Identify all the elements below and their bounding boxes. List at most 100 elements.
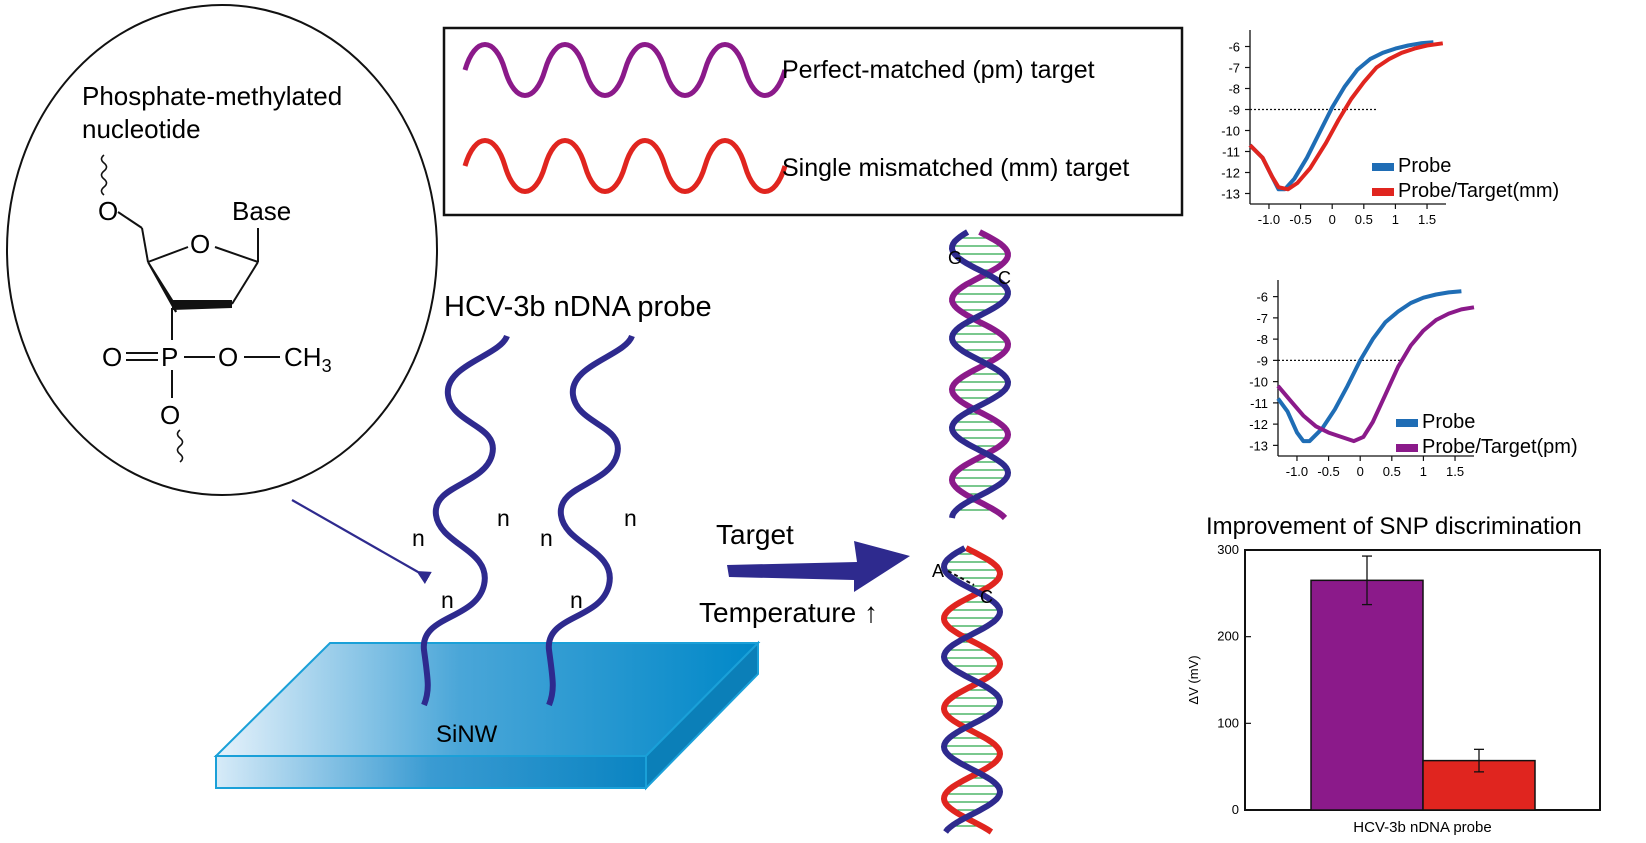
x-axis-label: HCV-3b nDNA probe bbox=[1353, 819, 1491, 836]
y-tick-label: -7 bbox=[1228, 61, 1240, 76]
iv-chart-mm: -6 -7 -8 -9 -10 -11 -12 -13 -1.0 -0.5 0 0.5 1 1.5 Prob… bbox=[1221, 30, 1559, 227]
legend-label: Probe bbox=[1422, 411, 1475, 433]
x-tick-label: 1 bbox=[1420, 464, 1427, 479]
bond-ch2-c4 bbox=[141, 227, 149, 263]
target-legend-box: Perfect-matched (pm) target Single misma… bbox=[442, 26, 1184, 217]
legend-frame bbox=[442, 26, 1184, 217]
ring-wedge-c4-c3 bbox=[147, 261, 177, 313]
target-label: Target bbox=[716, 519, 794, 550]
phosphorus-atom: P bbox=[161, 342, 178, 372]
y-tick-label: -8 bbox=[1256, 332, 1268, 347]
legend-label: Probe/Target(pm) bbox=[1422, 436, 1578, 458]
strand2-n-label-2: n bbox=[540, 525, 553, 551]
y-axis-label: ΔV (mV) bbox=[1186, 655, 1201, 704]
y-tick-label: -10 bbox=[1221, 124, 1240, 139]
series-line bbox=[1248, 41, 1444, 192]
base-label: Base bbox=[232, 196, 291, 226]
series-line bbox=[1276, 305, 1475, 444]
x-tick-label: 0 bbox=[1329, 212, 1336, 227]
y-tick-label: -12 bbox=[1249, 417, 1268, 432]
x-tick-label: 0 bbox=[1357, 464, 1364, 479]
pm-target-label: Perfect-matched (pm) target bbox=[782, 56, 1095, 84]
x-tick-label: -1.0 bbox=[1286, 464, 1308, 479]
ester-oxygen-bottom: O bbox=[160, 400, 180, 430]
x-tick-label: -0.5 bbox=[1289, 212, 1311, 227]
strand1-n-label-3: n bbox=[441, 587, 454, 613]
double-bond-oxygen: O bbox=[102, 342, 122, 372]
legend-swatch bbox=[1396, 419, 1418, 427]
x-tick-label: -0.5 bbox=[1317, 464, 1339, 479]
legend-swatch bbox=[1396, 444, 1418, 452]
nucleotide-title-line2: nucleotide bbox=[82, 114, 201, 144]
mm-duplex-helix bbox=[940, 545, 1004, 835]
probe-strand-1 bbox=[420, 334, 510, 707]
mm-target-label: Single mismatched (mm) target bbox=[782, 154, 1129, 182]
probe-title: HCV-3b nDNA probe bbox=[444, 291, 712, 323]
y-tick-label: -9 bbox=[1256, 353, 1268, 368]
y-tick-label: -10 bbox=[1249, 375, 1268, 390]
methyl-group: CH3 bbox=[284, 342, 332, 376]
wavy-bond-top bbox=[100, 154, 108, 196]
sinw-label: SiNW bbox=[436, 721, 498, 748]
y-tick-label: -11 bbox=[1250, 396, 1268, 411]
nucleotide-title-line1: Phosphate-methylated bbox=[82, 81, 342, 111]
ring-bond-c4-o bbox=[147, 246, 189, 263]
y-tick-label: -6 bbox=[1228, 40, 1240, 55]
helix-c-label-bottom: C bbox=[980, 587, 993, 607]
series-line bbox=[1276, 289, 1462, 444]
y-tick-label: -7 bbox=[1256, 311, 1268, 326]
ring-bond-o-c1 bbox=[214, 246, 259, 263]
ester-oxygen-top: O bbox=[98, 196, 118, 226]
reaction-arrow bbox=[727, 541, 910, 592]
mismatch-marker bbox=[947, 570, 975, 586]
y-tick-label: -13 bbox=[1249, 438, 1268, 453]
y-tick-label: -8 bbox=[1228, 82, 1240, 97]
y-tick-label: 0 bbox=[1232, 802, 1239, 817]
ring-wedge-c2-c3 bbox=[172, 300, 232, 310]
sinw-side-face bbox=[645, 640, 759, 791]
target-strand bbox=[940, 545, 1004, 835]
pm-target-wave bbox=[462, 42, 788, 98]
legend-swatch bbox=[1372, 163, 1394, 171]
methoxy-oxygen: O bbox=[218, 342, 238, 372]
wavy-bond-bottom bbox=[176, 429, 184, 463]
y-tick-label: 200 bbox=[1217, 629, 1239, 644]
strand1-n-label-2: n bbox=[412, 525, 425, 551]
bond-o-ch2 bbox=[117, 211, 143, 229]
snp-bar-chart: Improvement of SNP discrimination0100200… bbox=[1186, 513, 1601, 836]
x-tick-label: 0.5 bbox=[1355, 212, 1373, 227]
helix-c-label-top: C bbox=[998, 268, 1011, 288]
y-tick-label: -11 bbox=[1222, 145, 1240, 160]
y-tick-label: -6 bbox=[1256, 290, 1268, 305]
x-tick-label: 1.5 bbox=[1446, 464, 1464, 479]
ring-bond-c1-c2 bbox=[231, 261, 259, 305]
y-tick-label: 300 bbox=[1217, 542, 1239, 557]
helix-g-label: G bbox=[948, 248, 962, 268]
bar bbox=[1310, 579, 1424, 811]
strand1-n-label-1: n bbox=[497, 505, 510, 531]
zoom-pointer-arrow bbox=[291, 499, 432, 585]
x-tick-label: -1.0 bbox=[1258, 212, 1280, 227]
sinw-front-face bbox=[215, 755, 647, 789]
probe-strand bbox=[948, 229, 1012, 519]
y-tick-label: 100 bbox=[1217, 715, 1239, 730]
nucleotide-structure: Phosphate-methylated nucleotide O O Base… bbox=[6, 4, 438, 496]
mm-target-wave bbox=[462, 138, 788, 194]
temperature-label: Temperature ↑ bbox=[699, 597, 878, 628]
ring-oxygen: O bbox=[190, 229, 210, 259]
zoom-ellipse bbox=[6, 4, 438, 496]
x-tick-label: 1.5 bbox=[1418, 212, 1436, 227]
y-tick-label: -9 bbox=[1228, 103, 1240, 118]
legend-swatch bbox=[1372, 188, 1394, 196]
pm-duplex-helix bbox=[948, 229, 1012, 521]
sinw-device: SiNW bbox=[213, 640, 761, 791]
iv-chart-pm: -6 -7 -8 -9 -10 -11 -12 -13 -1.0 -0.5 0 0.5 1 1.5 Prob… bbox=[1249, 280, 1578, 479]
legend-label: Probe bbox=[1398, 155, 1451, 177]
y-tick-label: -12 bbox=[1221, 166, 1240, 181]
x-tick-label: 0.5 bbox=[1383, 464, 1401, 479]
strand2-n-label-3: n bbox=[570, 587, 583, 613]
helix-a-label: A bbox=[932, 561, 944, 581]
x-tick-label: 1 bbox=[1392, 212, 1399, 227]
y-tick-label: -13 bbox=[1221, 187, 1240, 202]
